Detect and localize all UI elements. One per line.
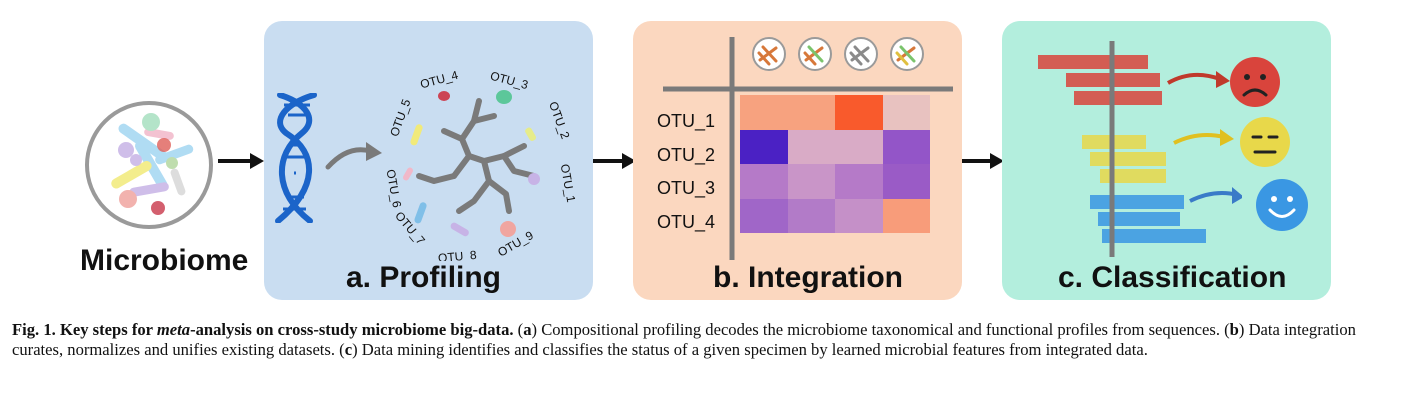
caption-a-text: ) Compositional profiling decodes the mi… [531, 320, 1230, 339]
tree-leaf-label: OTU_8 [437, 248, 477, 261]
caption-b-letter: b [1229, 320, 1239, 339]
tree-leaf-label: OTU_3 [489, 69, 530, 93]
microbiome-label: Microbiome [80, 244, 249, 277]
happy-face-icon [1256, 179, 1308, 231]
matrix-axes [663, 37, 953, 260]
heatmap-cell [787, 95, 835, 130]
microbiome-dish-icon [85, 101, 213, 229]
sad-face-icon [1230, 57, 1280, 107]
caption-c-letter: c [344, 339, 353, 359]
heatmap-cell [835, 129, 883, 164]
arrow-profiling-to-integration-icon [592, 153, 636, 169]
caption-lead-meta: meta [156, 320, 191, 339]
caption-c-text: ) Data mining identifies and classifies … [352, 339, 1148, 359]
row-label-otu-4: OTU_4 [657, 212, 716, 232]
row-label-otu-2: OTU_2 [657, 145, 716, 165]
classification-title: c. Classification [1058, 261, 1287, 294]
heatmap-cell [835, 95, 883, 130]
integration-title: b. Integration [713, 261, 903, 294]
heatmap-cell [882, 198, 930, 233]
feature-bars [1038, 41, 1206, 257]
neutral-face-icon [1240, 117, 1290, 167]
arrow-microbiome-to-profiling-icon [218, 153, 264, 169]
heatmap-cell [787, 129, 835, 164]
caption-lead: Key steps for meta-analysis on cross-stu… [60, 320, 514, 339]
caption-lead-2: -analysis on cross-study microbiome big-… [190, 320, 514, 339]
tree-leaf-label: OTU_2 [546, 100, 572, 141]
otu-heatmap [740, 95, 930, 233]
heatmap-cell [882, 129, 930, 164]
heatmap-cell [787, 198, 835, 233]
heatmap-cell [835, 198, 883, 233]
heatmap-cell [740, 129, 788, 164]
phylogenetic-tree: OTU_5 OTU_4 OTU_3 OTU_2 OTU_1 OTU_9 OTU_… [384, 68, 579, 261]
caption-b-text: ) Data integration curates, normalizes a… [12, 320, 1356, 359]
tree-leaf-label: OTU_5 [387, 97, 413, 138]
heatmap-cell [740, 95, 788, 130]
tree-leaf-label: OTU_6 [384, 168, 405, 209]
caption-a-open: ( [513, 320, 524, 339]
arrow-integration-to-classification-icon [960, 153, 1004, 169]
profiling-panel: OTU_5 OTU_4 OTU_3 OTU_2 OTU_1 OTU_9 OTU_… [264, 21, 593, 300]
figure-caption: Fig. 1. Key steps for meta-analysis on c… [12, 320, 1402, 359]
classification-panel: c. Classification [1002, 21, 1331, 300]
caption-a-letter: a [523, 320, 532, 339]
profiling-title: a. Profiling [346, 261, 502, 294]
caption-fig-label: Fig. 1. [12, 320, 56, 339]
heatmap-cell [740, 164, 788, 199]
tree-leaf-label: OTU_1 [558, 163, 579, 204]
heatmap-cell [740, 198, 788, 233]
row-label-otu-3: OTU_3 [657, 178, 716, 198]
dna-helix-icon [275, 93, 317, 223]
caption-lead-1: Key steps for [59, 320, 157, 339]
row-label-otu-1: OTU_1 [657, 111, 716, 131]
status-arrows [1166, 71, 1242, 204]
heatmap-cell [787, 164, 835, 199]
figure-stage: Microbiome [80, 21, 1331, 300]
heatmap-cell [882, 164, 930, 199]
integration-panel: OTU_1 OTU_2 OTU_3 OTU_4 b. Integration [633, 21, 962, 300]
curved-arrow-icon [325, 142, 382, 170]
heatmap-cell [882, 95, 930, 130]
study-dish-icons [752, 37, 924, 71]
tree-leaf-label: OTU_4 [419, 68, 460, 92]
heatmap-cell [835, 164, 883, 199]
